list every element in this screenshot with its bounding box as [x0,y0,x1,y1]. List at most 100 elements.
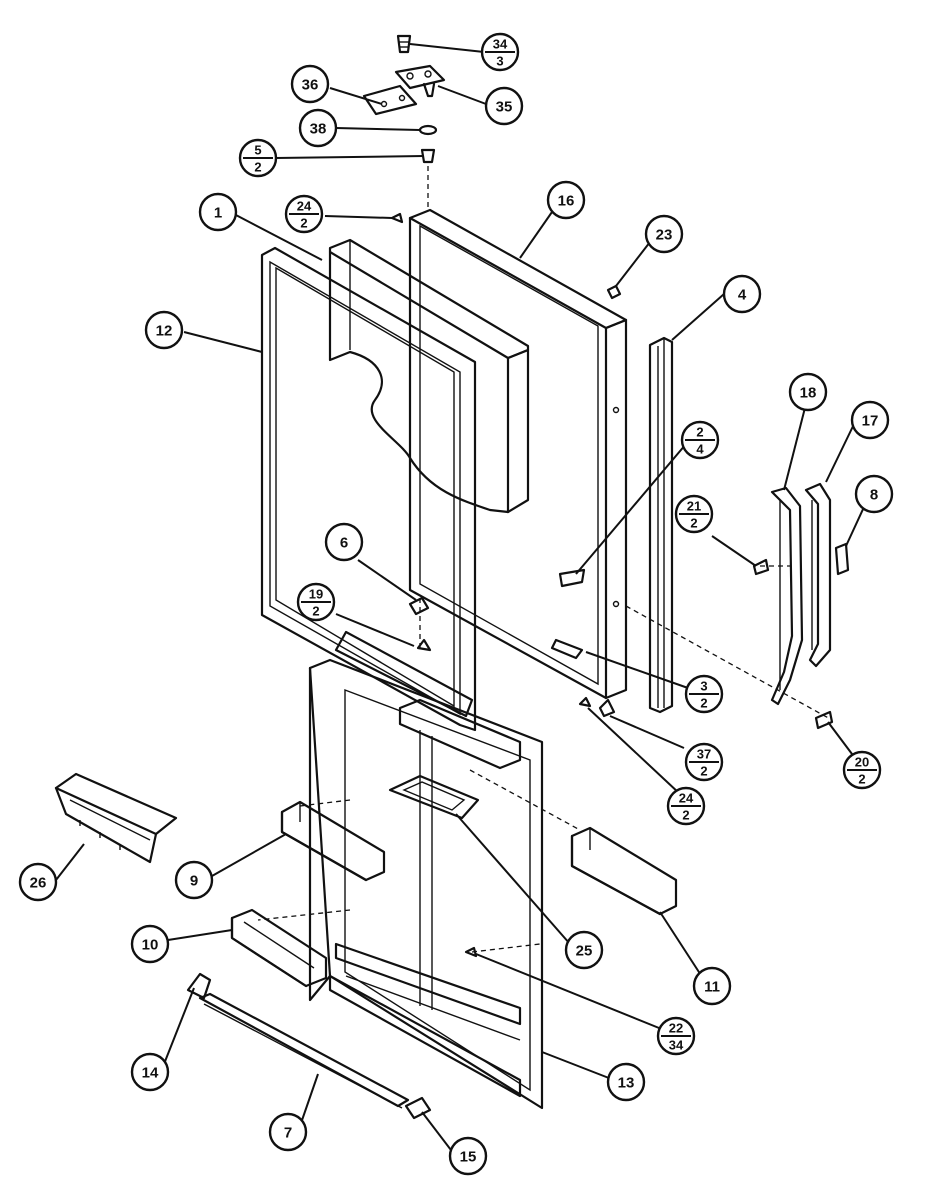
callout-quantity: 4 [696,442,704,457]
callout-7: 7 [268,1112,308,1152]
callout-circle [854,474,894,514]
door-cam-part [550,638,584,660]
hinge-bracket-part [394,64,446,90]
bracket-part-14 [186,972,212,1000]
callout-quantity: 2 [700,764,707,779]
callout-19-2: 192 [296,582,336,622]
bracket-part-15 [404,1096,432,1120]
callout-part-number: 21 [687,499,701,514]
bushing-part [420,148,436,164]
callout-circle [144,310,184,350]
callout-leaders [55,43,871,1155]
callout-number: 18 [800,385,817,402]
callout-circle [850,400,890,440]
callout-number: 6 [340,535,348,552]
callout-circle [606,1062,646,1102]
callout-circle [198,192,238,232]
door-insulation-block [328,238,530,514]
callout-circle [174,860,214,900]
callout-23: 23 [644,214,684,254]
callout-11: 11 [692,966,732,1006]
callout-circle [484,86,524,126]
assembly-guides [257,565,833,953]
callout-21-2: 212 [674,494,714,534]
hinge-shim-part [362,84,418,116]
cam-part-6 [408,596,430,616]
callout-35: 35 [484,86,524,126]
door-trim-strip [648,336,674,714]
handle-plug-part [834,542,850,576]
callout-part-number: 34 [493,37,508,52]
callout-quantity: 2 [858,772,865,787]
callout-6: 6 [324,522,364,562]
door-shelf-10 [230,908,328,988]
callout-circle [788,372,828,412]
door-bar-assembly [186,972,432,1120]
callout-circle [298,108,338,148]
callout-24-2-bottom: 242 [666,786,706,826]
callout-number: 11 [704,979,720,996]
callout-circle [324,522,364,562]
callout-circle [448,1136,488,1176]
callout-circle [130,1052,170,1092]
screw-part-19 [416,638,432,652]
callout-38: 38 [298,108,338,148]
callout-part-number: 37 [697,747,711,762]
callout-number: 13 [618,1075,635,1092]
handle-screw-upper [752,558,770,576]
plug-part-23 [606,284,622,300]
callout-circle [722,274,762,314]
callout-3-2: 32 [684,674,724,714]
callout-20-2: 202 [842,750,882,790]
callout-part-number: 22 [669,1021,683,1036]
callout-15: 15 [448,1136,488,1176]
butter-bin [54,772,178,864]
freezer-door-panel [408,208,628,700]
screw-part-22 [464,946,478,958]
callout-number: 16 [558,193,575,210]
hinge-screw-part [396,34,412,54]
callout-number: 4 [738,287,747,304]
callout-quantity: 2 [300,216,307,231]
callout-number: 15 [460,1149,477,1166]
callout-part-number: 20 [855,755,869,770]
callout-8-right: 8 [854,474,894,514]
callout-quantity: 2 [690,516,697,531]
callout-13: 13 [606,1062,646,1102]
callout-number: 23 [656,227,673,244]
callout-number: 25 [576,943,593,960]
plug-part-top [390,212,404,224]
callout-quantity: 2 [682,808,689,823]
callout-circle [290,64,330,104]
door-stop-part [558,568,586,588]
callout-part-number: 24 [679,791,694,806]
washer-part [418,124,438,136]
callout-number: 38 [310,121,327,138]
callout-number: 8 [870,487,878,504]
callout-part-number: 5 [254,143,261,158]
callout-quantity: 34 [669,1038,684,1053]
callout-10: 10 [130,924,170,964]
callout-number: 17 [862,413,879,430]
callout-circle [18,862,58,902]
callout-number: 35 [496,99,513,116]
callout-quantity: 2 [700,696,707,711]
plug-part-37 [598,698,616,718]
callout-number: 12 [156,323,173,340]
callout-part-number: 3 [700,679,707,694]
callout-26: 26 [18,862,58,902]
callout-17: 17 [850,400,890,440]
top-hinge-assembly [362,34,446,224]
door-handle-assembly [752,482,850,730]
plug-part-24-bottom [578,696,592,708]
callout-quantity: 2 [312,604,319,619]
callout-circle [268,1112,308,1152]
callout-circle [130,924,170,964]
callout-5-2: 52 [238,138,278,178]
callout-37-2: 372 [684,742,724,782]
callout-part-number: 2 [696,425,703,440]
callout-layer: 3433635385224216123124241817212861923237… [18,32,894,1176]
callout-number: 26 [30,875,47,892]
